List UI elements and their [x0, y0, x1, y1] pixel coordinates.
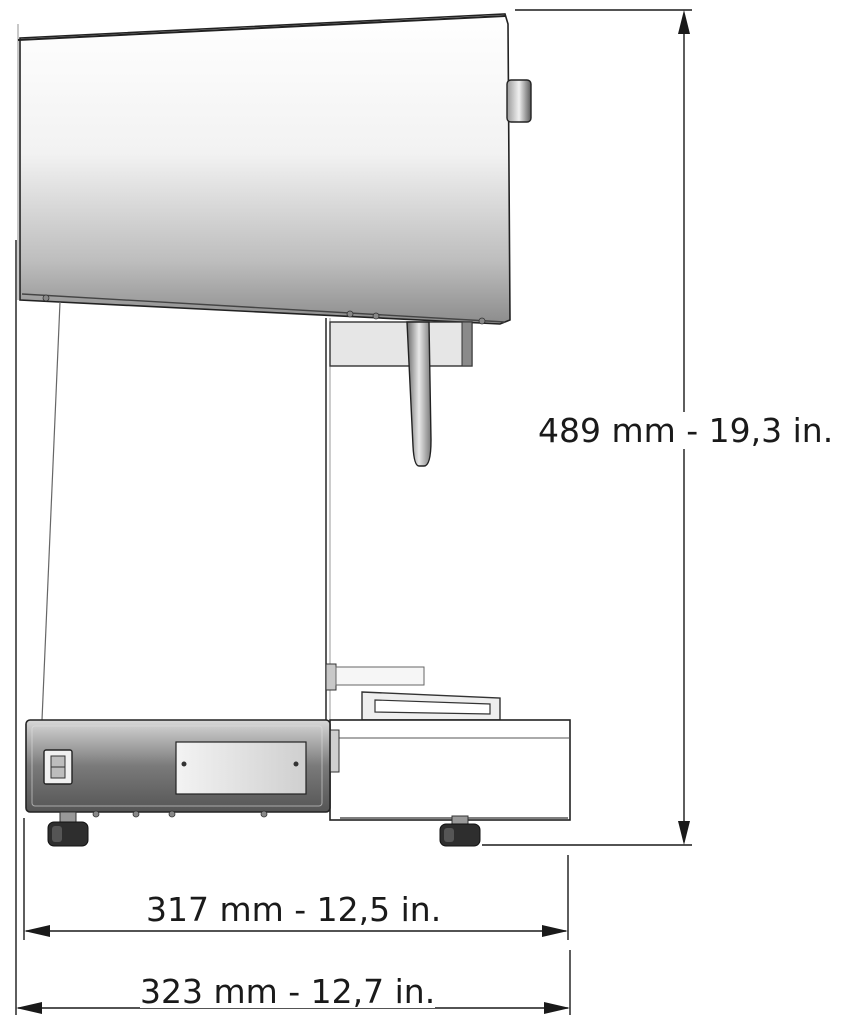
width-outer-dimension-label: 323 mm - 12,7 in. [140, 972, 436, 1011]
width-inner-dimension-line [23, 818, 569, 940]
right-foot-icon [439, 815, 481, 847]
width-inner-dimension-label: 317 mm - 12,5 in. [146, 890, 442, 929]
steam-wand-icon [406, 321, 432, 467]
power-switch-icon [43, 749, 73, 785]
steam-knob-icon [506, 79, 532, 123]
water-tube-icon [325, 663, 425, 691]
label-plate [175, 741, 307, 795]
width-outer-dimension-line [15, 240, 571, 1015]
machine-column-frame [41, 301, 473, 722]
machine-base [25, 719, 331, 818]
drip-tray [324, 691, 571, 821]
height-dimension-label: 489 mm - 19,3 in. [538, 411, 834, 450]
left-foot-icon [47, 811, 89, 847]
machine-top-housing [17, 13, 511, 325]
